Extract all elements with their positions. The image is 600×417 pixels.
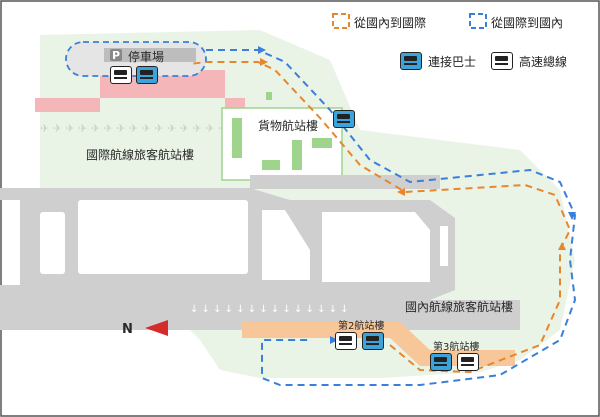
international-terminal-building: [35, 80, 245, 112]
cargo-terminal-label: 貨物航站樓: [258, 119, 319, 133]
cargo-block: [232, 118, 242, 158]
parking-label-bg: [104, 48, 196, 62]
highway-bus-icon: [457, 353, 479, 371]
svg-text:↓ ↓ ↓ ↓ ↓ ↓ ↓ ↓ ↓ ↓ ↓ ↓ ↓ ↓: ↓ ↓ ↓ ↓ ↓ ↓ ↓ ↓ ↓ ↓ ↓ ↓ ↓ ↓: [190, 304, 349, 315]
svg-text:✈ ✈ ✈ ✈ ✈ ✈ ✈ ✈ ✈ ✈ ✈ ✈ ✈ ✈ ✈: ✈ ✈ ✈ ✈ ✈ ✈ ✈ ✈ ✈ ✈ ✈ ✈ ✈ ✈ ✈: [40, 122, 227, 135]
cargo-block: [266, 92, 272, 100]
airplane-icon: ✈ ✈ ✈ ✈ ✈ ✈ ✈ ✈ ✈ ✈ ✈ ✈ ✈ ✈ ✈: [40, 122, 227, 135]
legend-domestic-swatch: [332, 13, 350, 29]
parking-letter: P: [112, 49, 121, 62]
parking-label: 停車場: [128, 50, 165, 64]
runway-markings: [2, 229, 14, 261]
cargo-block: [292, 140, 302, 170]
highway-bus-icon: [335, 332, 357, 350]
cargo-block: [312, 138, 332, 148]
route-international-to-domestic: [206, 49, 577, 386]
apron-stand-markers: ↓ ↓ ↓ ↓ ↓ ↓ ↓ ↓ ↓ ↓ ↓ ↓ ↓ ↓: [190, 304, 349, 315]
legend-international-to-domestic: 從國際到國內: [491, 16, 564, 30]
legend-highway-bus: 高速總線: [519, 55, 568, 69]
north-arrow-icon: [145, 320, 168, 336]
highway-bus-icon: [491, 52, 513, 70]
runway-islands: [40, 200, 448, 282]
terminal-3-label: 第3航站樓: [433, 342, 480, 353]
legend-shuttle-bus: 連接巴士: [428, 55, 477, 69]
route-domestic-to-international: [189, 61, 572, 374]
international-terminal-label: 國際航線旅客航站樓: [86, 148, 195, 162]
shuttle-bus-icon: [400, 52, 422, 70]
cargo-block: [262, 160, 280, 170]
route-arrows: [258, 46, 576, 344]
shuttle-bus-icon: [136, 66, 158, 84]
north-label: N: [122, 322, 133, 337]
highway-bus-icon: [110, 66, 132, 84]
domestic-terminal-label: 國內航線旅客航站樓: [405, 300, 514, 314]
shuttle-bus-icon: [362, 332, 384, 350]
legend-international-swatch: [469, 13, 487, 29]
parking-icon: [110, 49, 122, 61]
shuttle-bus-icon: [430, 353, 452, 371]
shuttle-bus-icon: [333, 110, 355, 128]
legend-domestic-to-international: 從國內到國際: [354, 16, 427, 30]
terminal-2-label: 第2航站樓: [338, 321, 385, 332]
